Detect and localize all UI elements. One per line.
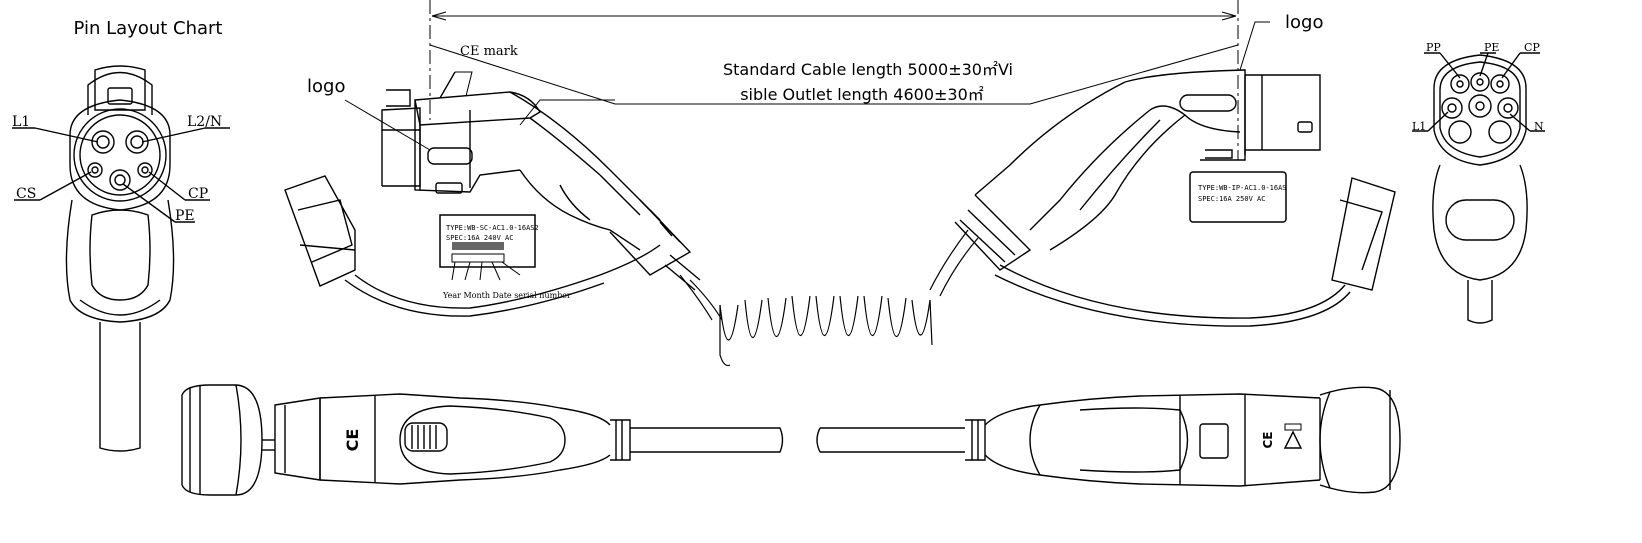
right-pin-label-n: N (1534, 120, 1544, 133)
ce-symbol-right: CE (1261, 431, 1275, 448)
right-connector-side-view (954, 21, 1396, 327)
ce-symbol-left: CE (343, 429, 362, 452)
left-connector-side-view (284, 71, 701, 317)
right-connector-front-view (1412, 52, 1545, 324)
coiled-cable (679, 229, 979, 367)
spec-label-left (439, 214, 536, 281)
right-pin-label-pe: PE (1484, 41, 1499, 54)
bottom-right-connector-view: CE (816, 386, 1401, 494)
label-left-type: TYPE:WB-SC-AC1.0-16AS2 (446, 224, 539, 232)
label-left-spec: SPEC:16A 240V AC (446, 234, 513, 242)
logo-label-left: logo (307, 76, 345, 97)
pin-label-pe: PE (175, 208, 195, 224)
label-right-spec: SPEC:16A 250V AC (1198, 195, 1265, 203)
pin-label-cp: CP (188, 186, 208, 202)
logo-label-right: logo (1285, 12, 1323, 33)
cable-length-line1: Standard Cable length 5000±30㎡Vi (723, 60, 1013, 79)
pin-label-l2n: L2/N (187, 114, 222, 130)
left-connector-front-view (12, 65, 230, 452)
label-right-type: TYPE:WB-IP-AC1.0-16AS (1198, 184, 1287, 192)
pin-label-cs: CS (16, 186, 36, 202)
cable-length-dimension (429, 0, 1239, 160)
right-pin-label-l1: L1 (1412, 120, 1426, 133)
right-pin-label-cp: CP (1524, 41, 1540, 54)
spec-label-right (1189, 171, 1287, 223)
cable-length-line2: sible Outlet length 4600±30㎡ (740, 85, 984, 104)
right-pin-label-pp: PP (1426, 41, 1441, 54)
page-title: Pin Layout Chart (74, 18, 223, 39)
label-left-serial-caption: Year Month Date serial number (442, 291, 571, 300)
bottom-left-connector-view: CE (181, 384, 784, 496)
ce-mark-label: CE mark (460, 44, 518, 59)
pin-label-l1: L1 (12, 114, 30, 130)
